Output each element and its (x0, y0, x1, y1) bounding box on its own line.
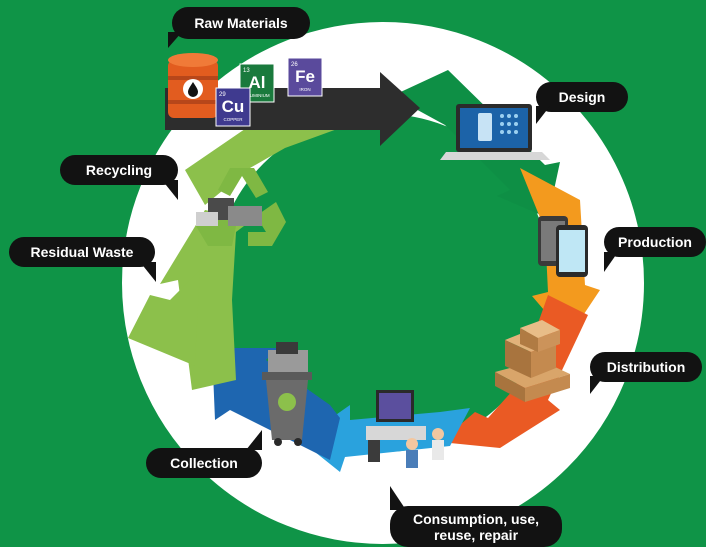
outer-ring (122, 22, 644, 544)
raw-materials-label-tail (168, 32, 182, 48)
fe-symbol: Fe (295, 67, 315, 86)
recycling-arrow (160, 210, 252, 390)
consumption-label-tail (390, 486, 406, 510)
phone-tablet-icon (538, 216, 588, 277)
iron-element-tile: 26 Fe IRON (287, 57, 323, 97)
design-label: Design (536, 82, 628, 112)
recycling-label: Recycling (60, 155, 178, 185)
al-number: 13 (243, 68, 250, 74)
residual-waste-label: Residual Waste (9, 237, 155, 267)
residual-waste-arrow (128, 270, 210, 372)
production-label-tail (604, 252, 618, 272)
collection-label-tail (246, 430, 262, 450)
tv-and-people-icon (366, 390, 444, 468)
consumption-label: Consumption, use, reuse, repair (390, 506, 562, 547)
copper-element-tile: 29 Cu COPPER (215, 87, 251, 127)
fe-name: IRON (299, 87, 310, 92)
fe-number: 26 (291, 62, 298, 68)
cu-number: 29 (219, 92, 226, 98)
aluminium-element-tile: 13 Al ALUMINIUM (239, 63, 275, 103)
cu-symbol: Cu (222, 97, 245, 116)
cardboard-boxes-icon (495, 320, 570, 402)
laptop-icon (440, 104, 550, 160)
collection-label: Collection (146, 448, 262, 478)
residual-waste-label-tail (140, 262, 156, 282)
raw-materials-label: Raw Materials (172, 7, 310, 39)
recycling-label-tail (162, 180, 178, 200)
distribution-label: Distribution (590, 352, 702, 382)
recycling-symbol-icon (196, 168, 286, 246)
oil-barrel-icon (168, 53, 218, 118)
cu-name: COPPER (223, 117, 243, 122)
al-name: ALUMINIUM (244, 93, 270, 98)
distribution-label-tail (590, 376, 604, 394)
design-label-tail (536, 106, 550, 124)
al-symbol: Al (249, 73, 266, 92)
production-label: Production (604, 227, 706, 257)
trash-bin-icon (262, 342, 312, 446)
